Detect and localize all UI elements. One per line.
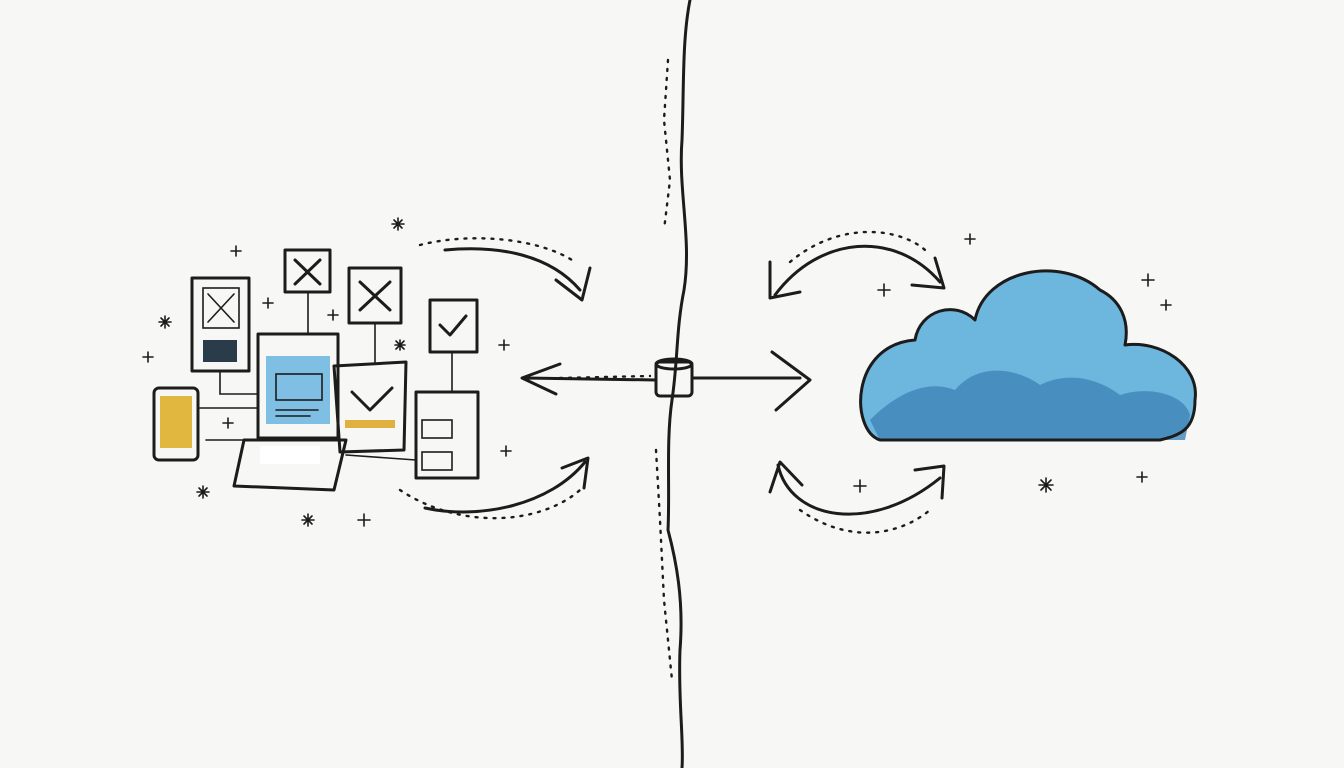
arrow-icon	[768, 244, 946, 300]
device-cluster-icon	[152, 248, 480, 492]
sparkle-icon	[142, 217, 1172, 527]
document-icon	[428, 298, 479, 354]
phone-icon	[152, 386, 200, 462]
cloud-icon	[859, 269, 1197, 442]
arrow-icon	[423, 456, 590, 514]
arrow-left-icon	[520, 362, 658, 396]
arrow-right-icon	[690, 350, 812, 412]
laptop-icon	[232, 332, 348, 492]
tablet-icon	[190, 276, 251, 373]
divider-line	[666, 0, 692, 768]
arrow-icon	[443, 247, 592, 302]
arrow-icon	[768, 460, 946, 516]
document-icon	[283, 248, 332, 294]
document-icon	[347, 266, 403, 325]
divider-dots	[654, 58, 674, 682]
connector-lines	[199, 291, 453, 461]
server-icon	[414, 390, 480, 480]
